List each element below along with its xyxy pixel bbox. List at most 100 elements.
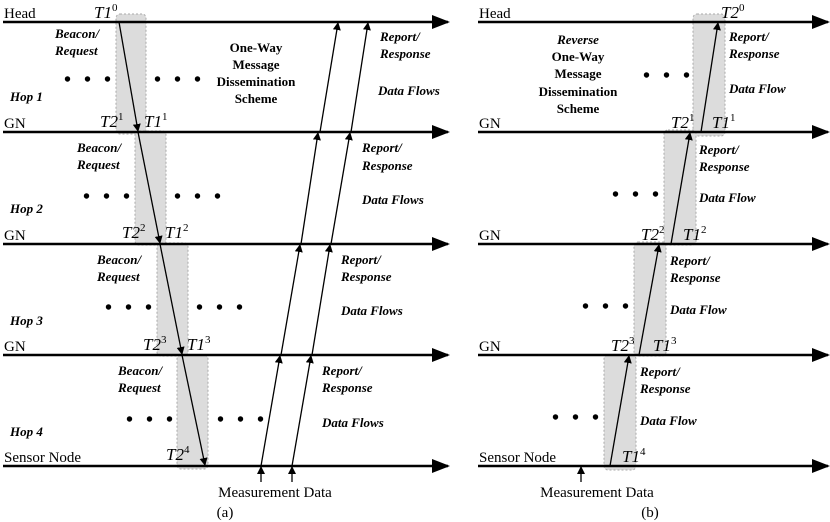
- time-label: T12: [683, 224, 706, 244]
- time-label: T21: [100, 111, 123, 131]
- report-label: Report/: [361, 140, 403, 155]
- beacon-arrow: [118, 21, 141, 132]
- report-arrow: [311, 244, 333, 356]
- beacon-arrow: [137, 131, 163, 244]
- scheme-title: Reverse One-Way Message Dissemination Sc…: [539, 32, 619, 116]
- node-label: Sensor Node: [4, 450, 81, 466]
- time-labels: T10 T21 T11 T22 T12 T23 T13 T24: [94, 2, 211, 464]
- response-label: Response: [340, 269, 392, 284]
- beacon-label: Beacon/: [96, 252, 142, 267]
- report-arrow: [330, 132, 353, 245]
- ellipses: • • • • • • • • • • • • • • • • • • • • …: [64, 69, 268, 431]
- node-label: GN: [4, 228, 26, 244]
- response-label: Response: [361, 158, 413, 173]
- ellipses: • • • • • • • • • • • •: [552, 65, 694, 429]
- scheme-line: Dissemination: [539, 84, 619, 99]
- beacon-label: Beacon/: [76, 140, 122, 155]
- ellipsis: • • •: [612, 184, 663, 206]
- ellipsis: • • •: [83, 186, 134, 208]
- beacon-arrow: [159, 243, 185, 355]
- caption-b: (b): [641, 505, 659, 521]
- report-arrow: [280, 244, 303, 356]
- data-flows-label: Data Flows: [361, 192, 424, 207]
- data-flow-label: Data Flow: [728, 81, 786, 96]
- data-flows-label: Data Flows: [321, 415, 384, 430]
- time-label: T11: [712, 112, 735, 132]
- node-label: GN: [479, 339, 501, 355]
- report-label: Report/: [698, 142, 740, 157]
- response-label: Response: [728, 46, 780, 61]
- time-label: T23: [143, 334, 167, 354]
- ellipsis: • • •: [552, 407, 603, 429]
- ellipsis: • • •: [643, 65, 694, 87]
- request-label: Request: [76, 157, 120, 172]
- node-label: Sensor Node: [479, 450, 556, 466]
- scheme-line: Message: [233, 57, 280, 72]
- ellipsis: • • •: [154, 69, 205, 91]
- report-label: Report/: [379, 29, 421, 44]
- request-label: Request: [96, 269, 140, 284]
- report-label: Report/: [340, 252, 382, 267]
- report-arrow: [670, 132, 693, 245]
- hop-label: Hop 4: [9, 424, 43, 439]
- time-label: T22: [122, 222, 145, 242]
- report-labels: Report/ Response Data Flows Report/ Resp…: [321, 29, 440, 430]
- response-label: Response: [698, 159, 750, 174]
- report-arrow: [638, 244, 662, 356]
- time-label: T13: [653, 335, 677, 355]
- report-arrow: [291, 355, 314, 467]
- time-label: T10: [94, 2, 118, 22]
- scheme-line: Dissemination: [217, 74, 297, 89]
- scheme-line: Message: [555, 66, 602, 81]
- response-label: Response: [321, 380, 373, 395]
- hop-label: Hop 3: [9, 313, 43, 328]
- data-flow-label: Data Flow: [698, 190, 756, 205]
- time-label: T22: [641, 224, 664, 244]
- data-flows-label: Data Flows: [340, 303, 403, 318]
- time-labels: T20 T21 T11 T22 T12 T23 T13 T14: [611, 2, 745, 466]
- request-label: Request: [117, 380, 161, 395]
- response-label: Response: [379, 46, 431, 61]
- timing-box: [115, 13, 147, 135]
- node-label: GN: [4, 116, 26, 132]
- hop-label: Hop 1: [9, 89, 43, 104]
- node-label: GN: [479, 116, 501, 132]
- request-label: Request: [54, 43, 98, 58]
- report-arrow: [609, 355, 632, 467]
- beacon-label: Beacon/: [117, 363, 163, 378]
- panel-a: Head GN GN GN Sensor Node Hop 1 Hop 2 Ho…: [3, 2, 450, 521]
- timing-box: [156, 242, 189, 357]
- report-arrow: [300, 132, 321, 245]
- scheme-line: One-Way: [552, 49, 605, 64]
- data-flow-label: Data Flow: [639, 413, 697, 428]
- data-flows-label: Data Flows: [377, 83, 440, 98]
- scheme-line: Scheme: [235, 91, 278, 106]
- caption-a: (a): [217, 505, 234, 521]
- time-label: T20: [721, 2, 745, 22]
- report-label: Report/: [639, 364, 681, 379]
- time-label: T14: [622, 446, 646, 466]
- ellipsis: • • •: [174, 186, 225, 208]
- time-label: T11: [144, 111, 167, 131]
- report-arrow: [700, 22, 721, 133]
- report-label: Report/: [728, 29, 770, 44]
- node-label: GN: [4, 339, 26, 355]
- timing-box: [663, 129, 697, 246]
- ellipsis: • • •: [217, 409, 268, 431]
- time-label: T13: [187, 334, 211, 354]
- report-arrow: [319, 22, 341, 133]
- beacon-label: Beacon/: [54, 26, 100, 41]
- timing-box: [692, 13, 726, 137]
- scheme-title: One-Way Message Dissemination Scheme: [217, 40, 297, 106]
- time-label: T21: [671, 112, 694, 132]
- time-label: T23: [611, 335, 635, 355]
- ellipsis: • • •: [64, 69, 115, 91]
- response-label: Response: [669, 270, 721, 285]
- report-arrow: [260, 355, 283, 467]
- report-label: Report/: [321, 363, 363, 378]
- node-label: GN: [479, 228, 501, 244]
- report-label: Report/: [669, 253, 711, 268]
- ellipsis: • • •: [126, 409, 177, 431]
- beacon-arrow: [181, 354, 208, 466]
